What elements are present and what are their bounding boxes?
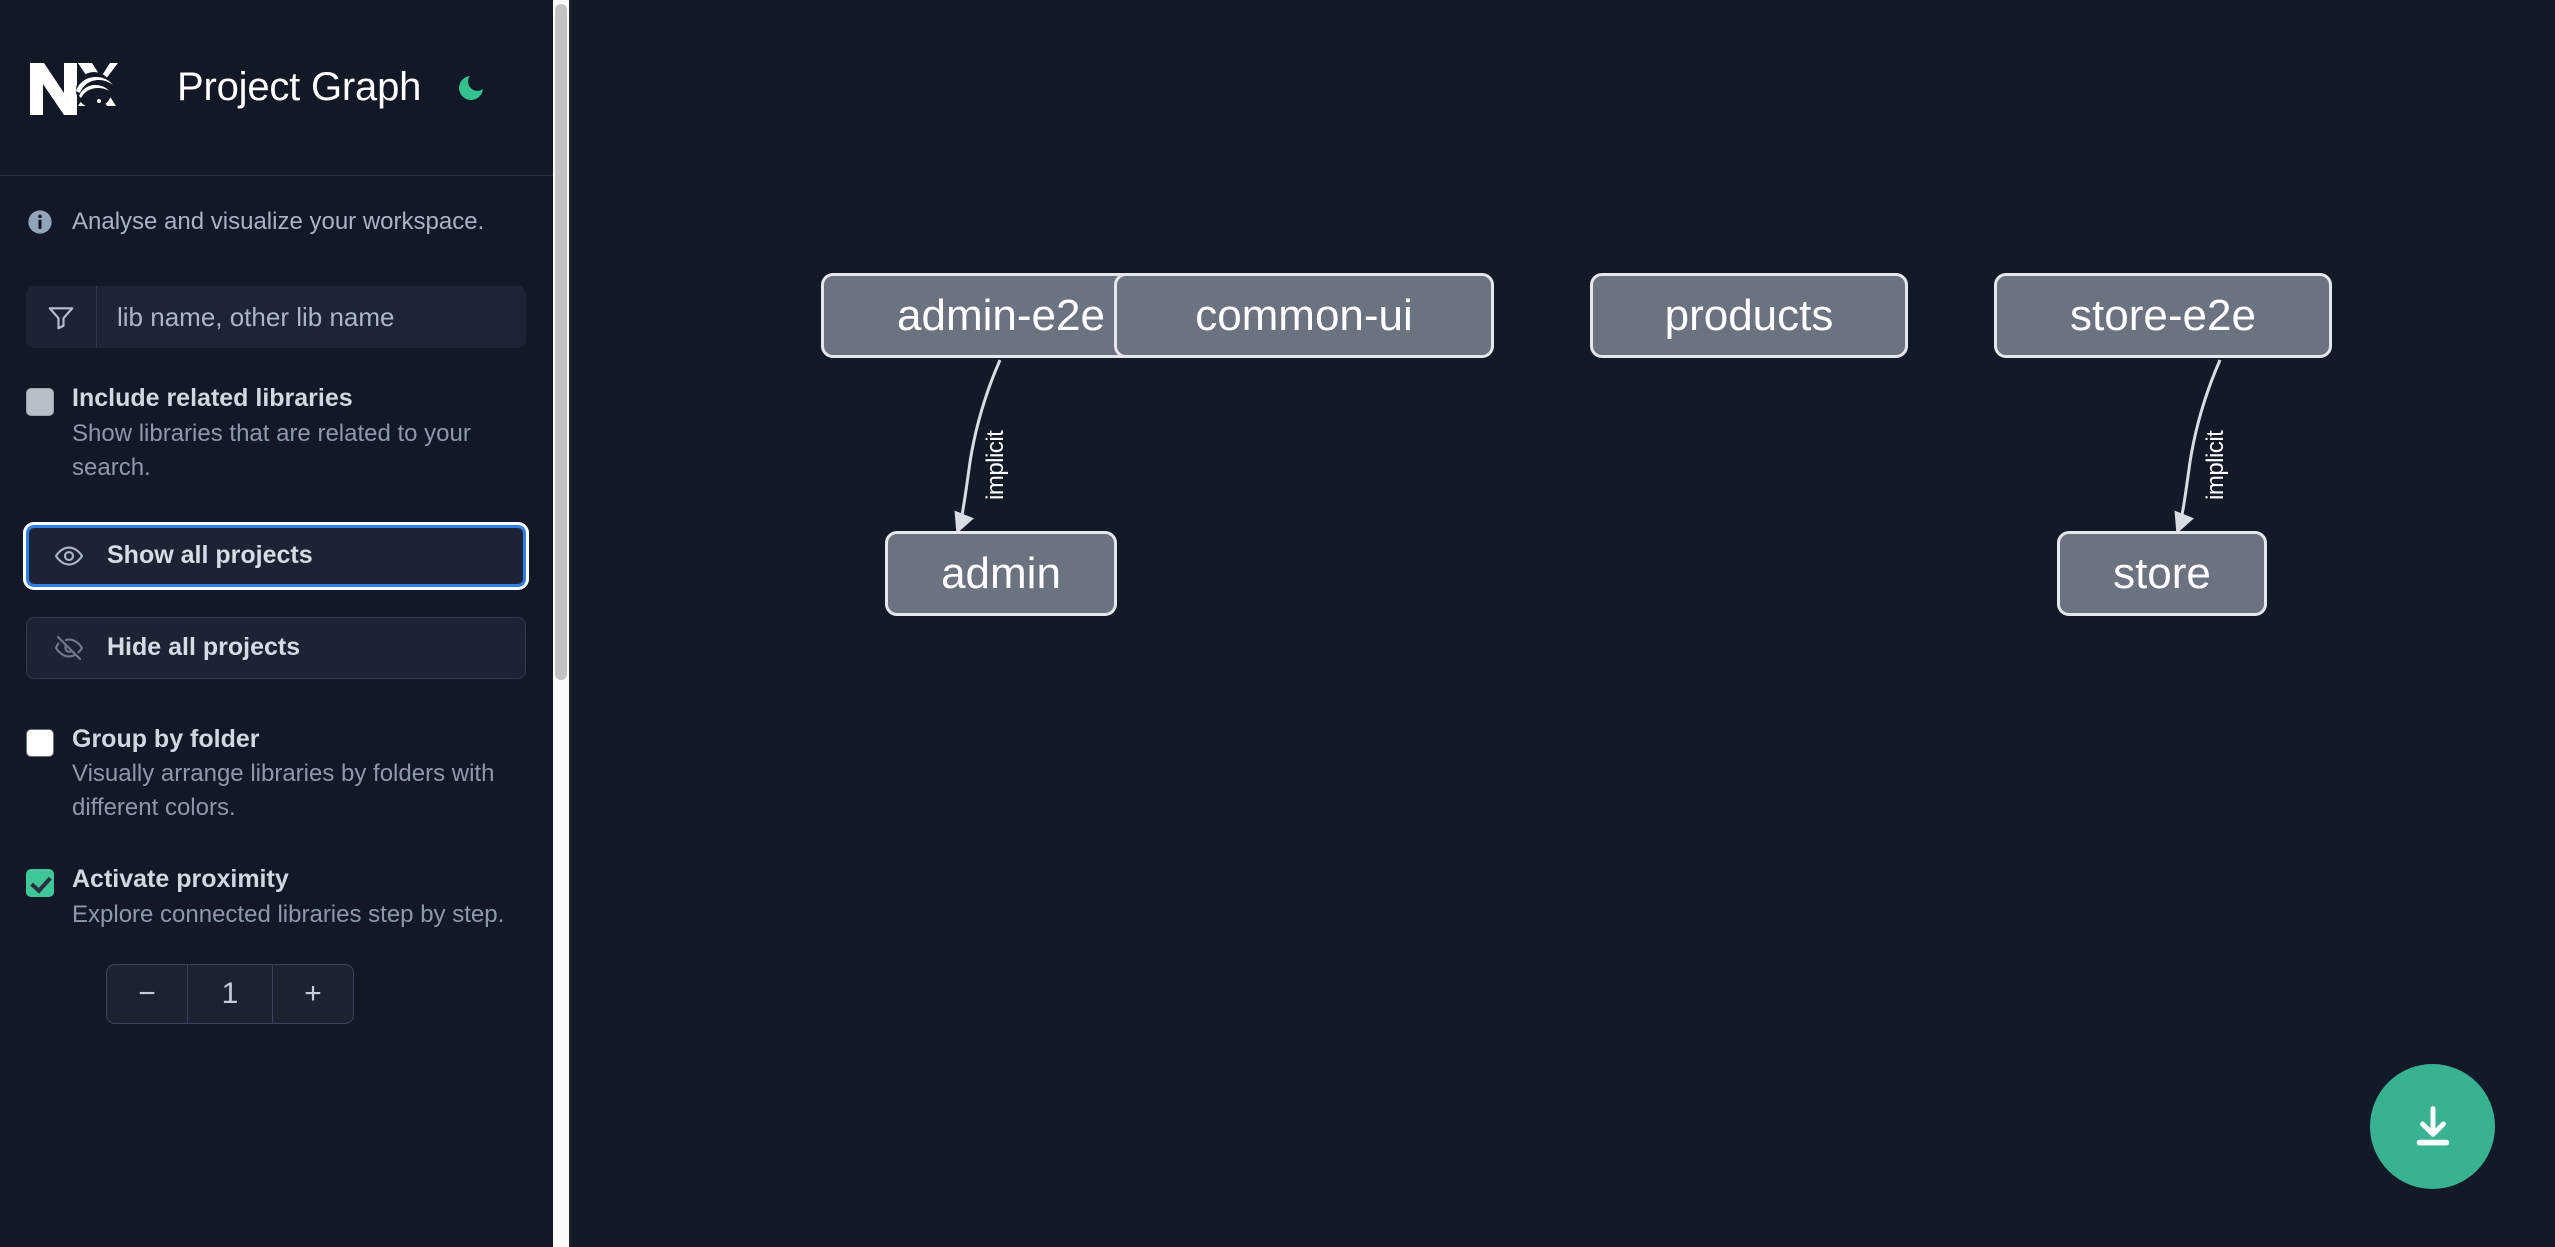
nx-logo-icon [26,57,120,119]
sidebar-divider [569,0,572,1247]
graph-node-common-ui[interactable]: common-ui [1114,273,1494,358]
page-title: Project Graph [177,65,422,109]
sidebar-header: Project Graph [0,0,553,176]
project-graph-canvas[interactable]: implicit implicit admin-e2e common-ui pr… [572,0,2555,1247]
download-icon [2416,1105,2449,1145]
option-group-by-folder[interactable]: Group by folder Visually arrange librari… [26,723,527,826]
filter-field[interactable] [26,286,526,348]
group-by-folder-description: Visually arrange libraries by folders wi… [72,760,495,822]
info-banner: Analyse and visualize your workspace. [0,176,553,268]
proximity-value: 1 [221,976,239,1010]
activate-proximity-description: Explore connected libraries step by step… [72,900,505,928]
edge-label-implicit-admin: implicit [982,430,1009,500]
funnel-filter-icon [26,286,97,348]
info-circle-icon [26,208,54,236]
graph-node-store-e2e[interactable]: store-e2e [1994,273,2332,358]
graph-node-admin[interactable]: admin [885,531,1117,616]
option-include-related-libraries[interactable]: Include related libraries Show libraries… [26,382,527,485]
graph-edges [954,359,2222,534]
group-by-folder-checkbox[interactable] [26,728,54,757]
activate-proximity-checkbox[interactable] [26,869,54,898]
moon-icon[interactable] [451,68,491,108]
group-by-folder-label: Group by folder [72,724,260,753]
edge-label-implicit-store: implicit [2202,430,2229,500]
info-text: Analyse and visualize your workspace. [72,208,485,235]
proximity-stepper[interactable]: − 1 + [106,963,354,1024]
show-all-projects-button[interactable]: Show all projects [23,521,529,590]
activate-proximity-label: Activate proximity [72,865,289,894]
search-input[interactable] [97,286,526,348]
sidebar-scrollbar-thumb[interactable] [555,4,567,680]
hide-all-projects-label: Hide all projects [107,633,301,662]
sidebar: Project Graph Analyse and visualize your… [0,0,553,1247]
eye-off-icon [53,632,85,664]
hide-all-projects-button[interactable]: Hide all projects [26,616,526,679]
include-related-libraries-checkbox[interactable] [26,388,54,416]
proximity-decrement-button[interactable]: − [107,964,188,1023]
sidebar-controls: Include related libraries Show libraries… [0,286,553,1024]
include-related-libraries-label: Include related libraries [72,384,353,412]
graph-node-products[interactable]: products [1590,273,1908,358]
download-button[interactable] [2370,1064,2495,1189]
option-activate-proximity[interactable]: Activate proximity Explore connected lib… [26,863,527,932]
show-all-projects-label: Show all projects [107,541,313,570]
graph-node-store[interactable]: store [2057,531,2267,616]
eye-icon [53,540,85,572]
proximity-increment-button[interactable]: + [272,964,353,1023]
include-related-libraries-description: Show libraries that are related to your … [72,419,471,481]
